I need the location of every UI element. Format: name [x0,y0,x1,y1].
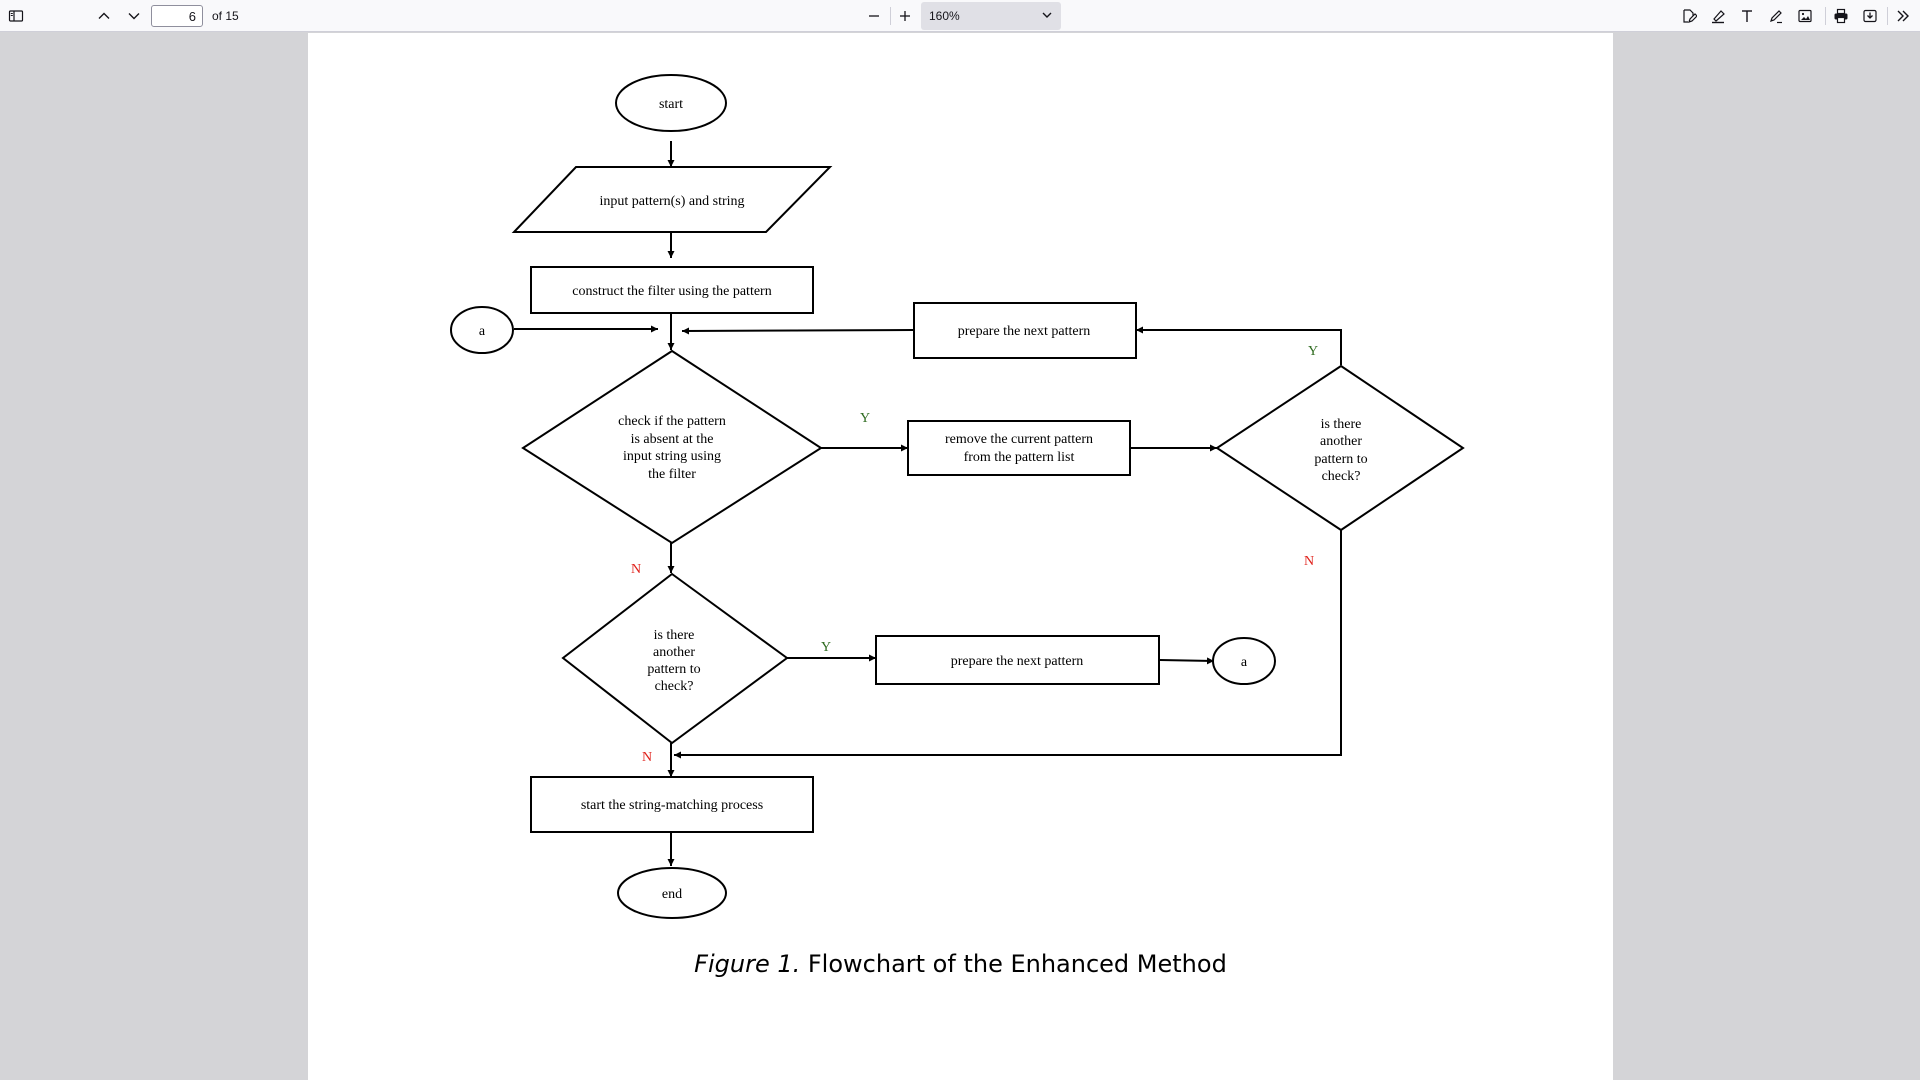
start-matching-process [530,776,814,833]
prepare-bottom-label: prepare the next pattern [951,654,1084,669]
text-icon[interactable] [1734,4,1760,28]
minus-icon[interactable] [861,4,887,28]
yes-label: Y [860,411,870,426]
zoom-value: 160% [929,9,960,23]
prepare-next-bottom-process [875,635,1160,685]
page-count-label: of 15 [212,9,239,23]
prepare-next-top-process [913,302,1137,359]
chevron-down-icon[interactable] [121,4,147,28]
end-terminal [617,867,727,919]
connector-a-right-label: a [1241,655,1248,670]
construct-label: construct the filter using the pattern [572,284,771,299]
another-bottom-label-line: is there [654,628,695,643]
another-right-label-line: is there [1321,417,1362,432]
toolbar-separator [890,7,891,25]
no-label: N [631,562,641,577]
draw-icon[interactable] [1763,4,1789,28]
another-right-label-line: another [1320,434,1362,449]
save-icon[interactable] [1857,4,1883,28]
figure-caption: Figure 1. Flowchart of the Enhanced Meth… [308,950,1613,978]
no-label: N [642,750,652,765]
start-matching-label: start the string-matching process [581,798,763,813]
another-bottom-label-line: check? [655,679,694,694]
remove-process [907,420,1131,476]
flowchart: start input pattern(s) and string constr… [450,74,1465,919]
sidebar-toggle-icon[interactable] [3,4,29,28]
no-label: N [1304,554,1314,569]
check-decision [521,349,823,545]
input-label: input pattern(s) and string [599,194,744,209]
more-tools-icon[interactable] [1890,4,1916,28]
yes-label: Y [1308,344,1318,359]
arrow-prepare-top-merge [681,327,914,335]
figure-title: Flowchart of the Enhanced Method [800,950,1227,978]
print-icon[interactable] [1828,4,1854,28]
prepare-top-label: prepare the next pattern [958,324,1091,339]
highlight-icon[interactable] [1705,4,1731,28]
arrow-decision-prepare-top [1136,326,1342,365]
end-label: end [662,887,682,902]
toolbar-separator [1825,7,1826,25]
another-right-label-line: pattern to [1314,452,1367,467]
toolbar-separator [1887,7,1888,25]
arrow-prepare-connector-a [1159,657,1215,665]
connector-a-left [450,306,514,354]
image-icon[interactable] [1792,4,1818,28]
connector-a-right [1212,637,1276,685]
check-label-line: input string using [623,449,721,464]
plus-icon[interactable] [892,4,918,28]
another-bottom-label-line: another [653,645,695,660]
check-label-line: check if the pattern [618,414,726,429]
input-parallelogram [511,166,833,233]
another-pattern-right-decision [1215,364,1465,532]
start-terminal [615,74,727,132]
chevron-up-icon[interactable] [91,4,117,28]
start-label: start [659,97,683,112]
yes-label: Y [821,640,831,655]
remove-label-line: from the pattern list [964,450,1075,465]
check-label-line: the filter [648,467,696,482]
another-right-label-line: check? [1322,469,1361,484]
page-number-input[interactable] [151,5,203,27]
check-label-line: is absent at the [631,432,714,447]
pdf-page: start input pattern(s) and string constr… [308,33,1613,1080]
another-bottom-label-line: pattern to [647,662,700,677]
zoom-select[interactable]: 160% [921,2,1061,30]
construct-process [530,266,814,314]
document-viewer[interactable]: start input pattern(s) and string constr… [0,33,1920,1080]
pdf-toolbar: of 15 160% [0,0,1920,32]
remove-label-line: remove the current pattern [945,432,1093,447]
edit-document-icon[interactable] [1676,4,1702,28]
arrow-decision-right-no [674,530,1342,759]
another-pattern-bottom-decision [561,572,789,745]
chevron-down-icon [1041,9,1053,24]
connector-a-left-label: a [479,324,486,339]
figure-label: Figure 1. [694,950,801,978]
